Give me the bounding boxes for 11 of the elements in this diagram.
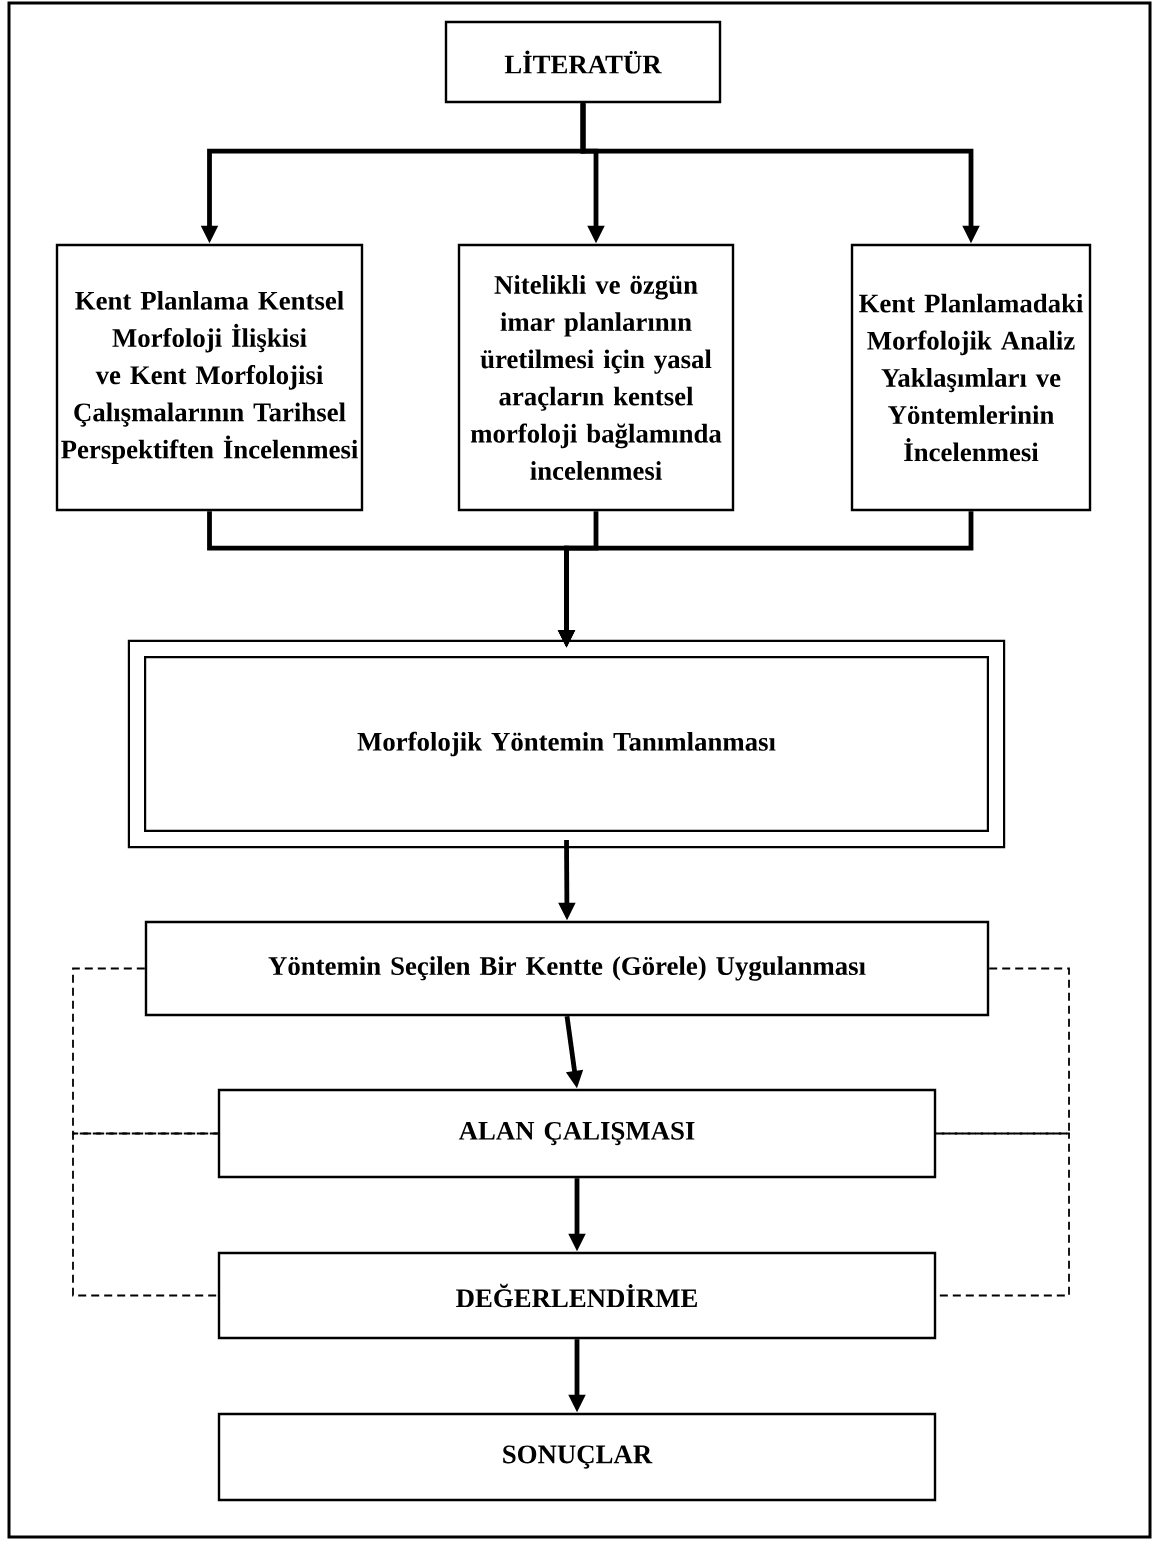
process-box: Nitelikli ve özgün imar planlarının üretilmesi için yasal araçların kentsel morfoloji bağlamında incelenmesi: [457, 243, 735, 512]
double-box: Morfolojik Yöntemin Tanımlanması: [127, 639, 1006, 849]
process-box: SONUÇLAR: [217, 1412, 937, 1502]
process-box: Yöntemin Seçilen Bir Kentte (Görele) Uygulanması: [144, 920, 990, 1017]
process-box: Kent Planlama Kentsel Morfoloji İlişkisi ve Kent Morfolojisi Çalışmalarının Tarihsel Perspektiften İncelenmesi: [55, 243, 364, 512]
dashed-connector: [935, 1132, 1070, 1297]
process-box: Kent Planlamadaki Morfolojik Analiz Yaklaşımları ve Yöntemlerinin İncelenmesi: [850, 243, 1092, 512]
process-box: ALAN ÇALIŞMASI: [217, 1088, 937, 1179]
process-box: DEĞERLENDİRME: [217, 1251, 937, 1340]
process-box: LİTERATÜR: [444, 20, 722, 104]
dashed-connector: [72, 1132, 219, 1297]
